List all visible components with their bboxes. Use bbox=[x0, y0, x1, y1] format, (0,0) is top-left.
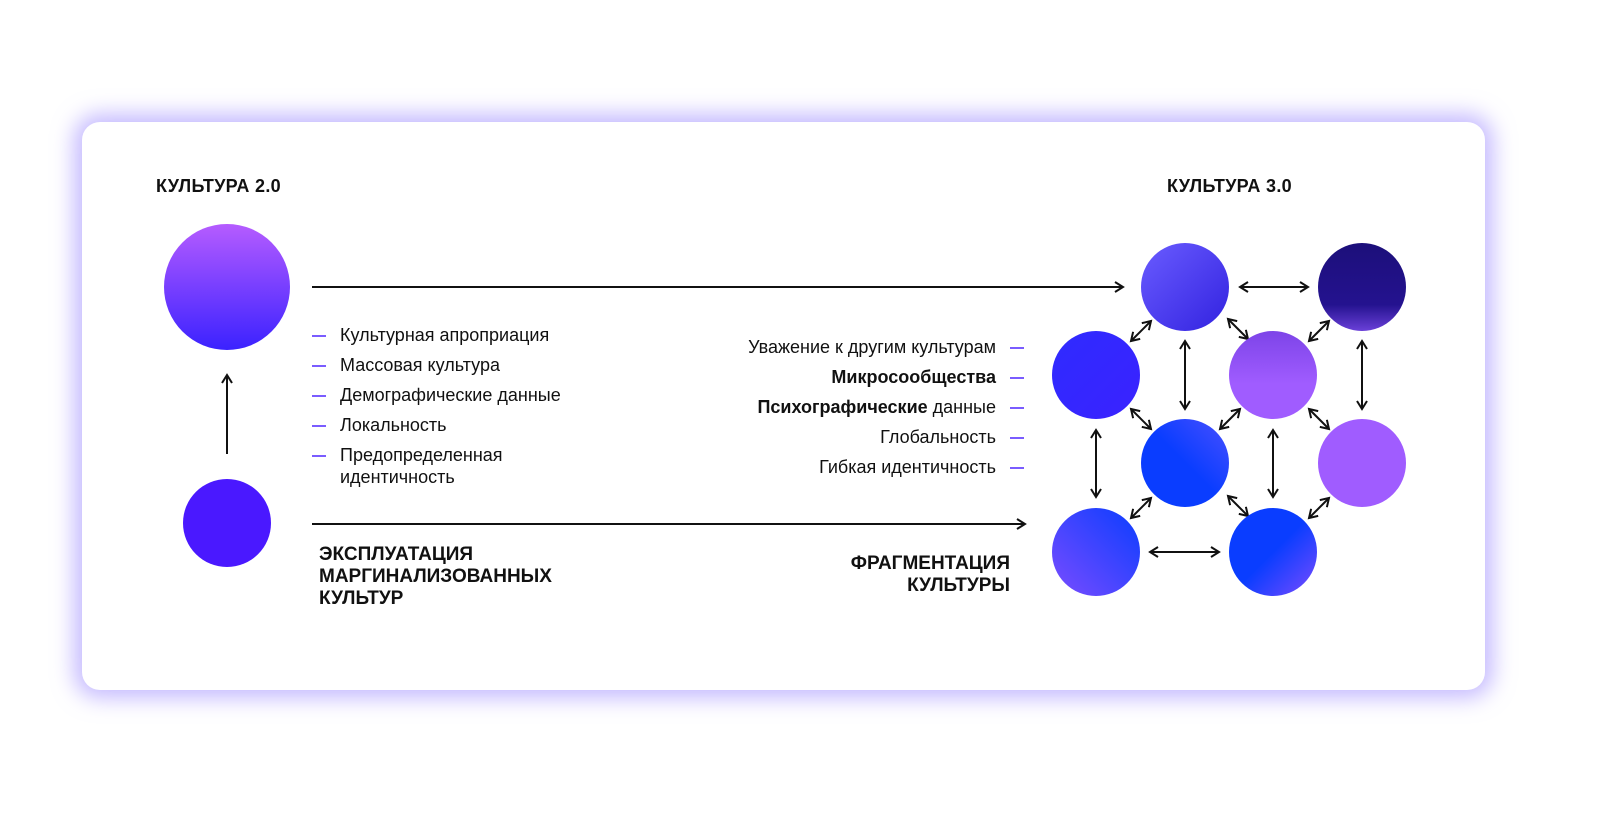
list-item: Локальность bbox=[312, 410, 561, 440]
list-item-line: Предопределенная bbox=[340, 445, 503, 465]
list-item: Демографические данные bbox=[312, 380, 561, 410]
node-circle bbox=[1229, 331, 1317, 419]
culture-2-circle bbox=[164, 224, 290, 350]
list-item-text: Глобальность bbox=[880, 427, 996, 447]
list-item-text: Гибкая идентичность bbox=[819, 457, 996, 477]
list-item-bold: Микросообщества bbox=[831, 367, 996, 387]
node-circle bbox=[1141, 243, 1229, 331]
caption-line: ФРАГМЕНТАЦИЯ bbox=[850, 553, 1010, 574]
node-circle bbox=[1141, 419, 1229, 507]
list-item: Культурная апроприация bbox=[312, 320, 561, 350]
list-item-line: идентичность bbox=[340, 467, 455, 487]
list-item: Массовая культура bbox=[312, 350, 561, 380]
caption-line: МАРГИНАЛИЗОВАННЫХ bbox=[319, 566, 552, 587]
node-circle bbox=[1229, 508, 1317, 596]
caption-line: КУЛЬТУРЫ bbox=[907, 575, 1010, 596]
node-circle bbox=[1318, 419, 1406, 507]
exploitation-caption: ЭКСПЛУАТАЦИЯ МАРГИНАЛИЗОВАННЫХ КУЛЬТУР bbox=[319, 544, 552, 610]
list-item-bold: Психографические bbox=[757, 397, 928, 417]
fragmentation-caption: ФРАГМЕНТАЦИЯ КУЛЬТУРЫ bbox=[851, 553, 1010, 597]
node-circle bbox=[1318, 243, 1406, 331]
culture-3-title: КУЛЬТУРА 3.0 bbox=[1167, 176, 1292, 196]
list-item: Гибкая идентичность bbox=[748, 452, 1024, 482]
culture-2-title: КУЛЬТУРА 2.0 bbox=[156, 176, 281, 196]
culture-3-list: Уважение к другим культурам Микросообщес… bbox=[748, 332, 1024, 482]
small-culture-circle bbox=[183, 479, 271, 567]
list-item-text: Уважение к другим культурам bbox=[748, 337, 996, 357]
caption-line: ЭКСПЛУАТАЦИЯ bbox=[319, 544, 474, 565]
culture-2-list: Культурная апроприация Массовая культура… bbox=[312, 320, 561, 488]
caption-line: КУЛЬТУР bbox=[319, 588, 404, 609]
connector-arrows bbox=[1090, 281, 1368, 558]
node-circle bbox=[1052, 508, 1140, 596]
node-circle bbox=[1052, 331, 1140, 419]
list-item: Уважение к другим культурам bbox=[748, 332, 1024, 362]
list-item: Микросообщества bbox=[748, 362, 1024, 392]
list-item: Психографические данные bbox=[748, 392, 1024, 422]
list-item: Глобальность bbox=[748, 422, 1024, 452]
list-item-text: данные bbox=[927, 397, 996, 417]
